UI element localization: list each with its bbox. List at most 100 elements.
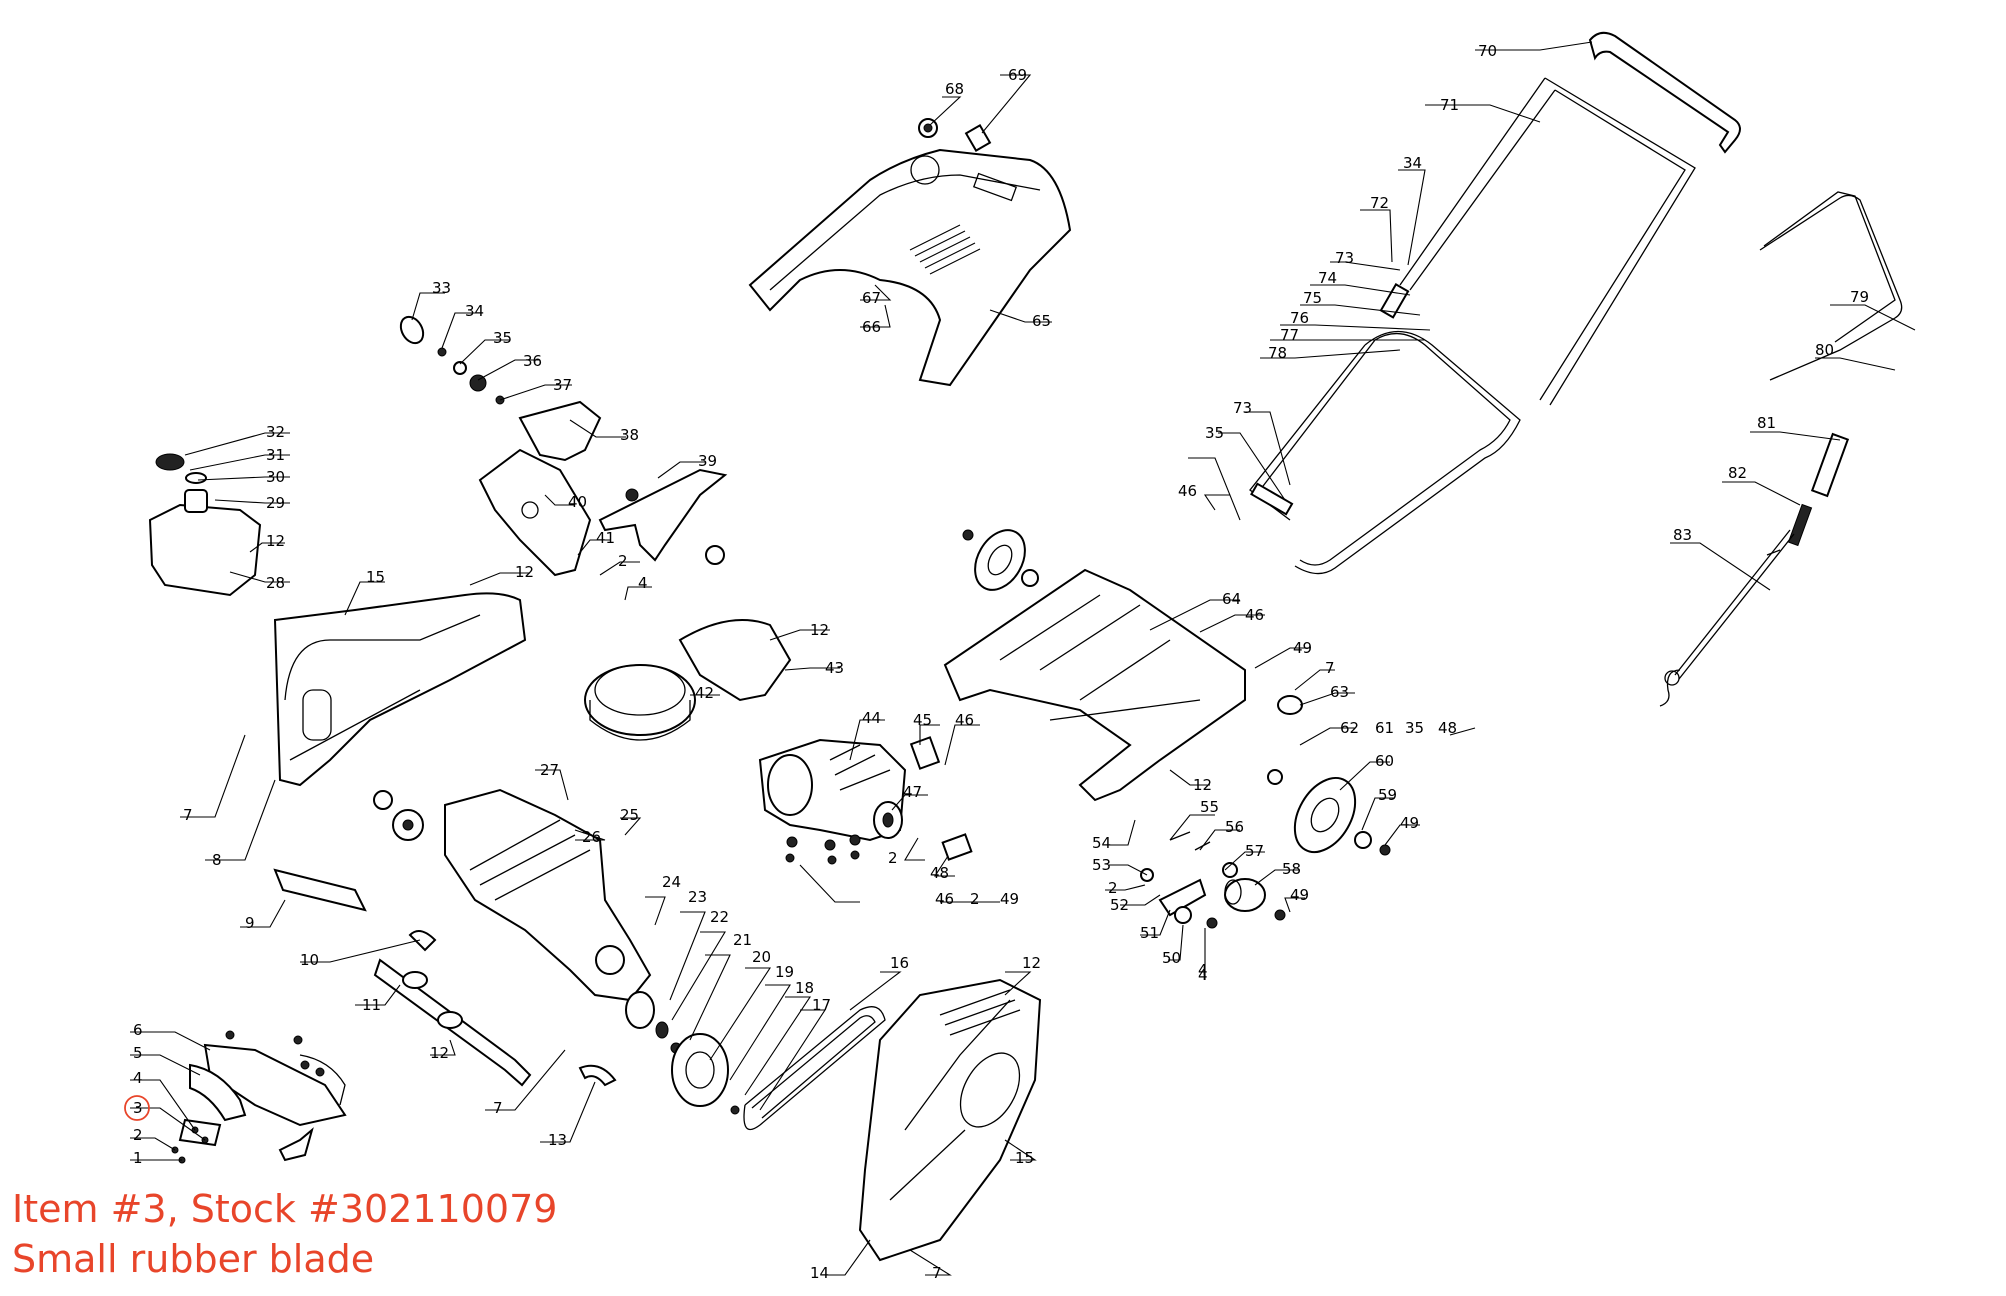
callout: 2 [133, 1126, 143, 1144]
callout: 51 [1140, 924, 1159, 942]
callout: 3 [133, 1099, 143, 1117]
chute-bracket-39 [598, 468, 728, 565]
callout: 53 [1092, 856, 1111, 874]
nut-68 [918, 118, 938, 138]
callout: 34 [1403, 154, 1422, 172]
callout: 69 [1008, 66, 1027, 84]
callout: 47 [903, 783, 922, 801]
callout: 74 [1318, 269, 1337, 287]
auger-housing [444, 788, 652, 1002]
callout: 27 [540, 761, 559, 779]
callout: 50 [1162, 949, 1181, 967]
engine-pulley-47 [873, 801, 903, 839]
callout: 33 [432, 279, 451, 297]
auger-bearing [373, 790, 424, 841]
callout: 75 [1303, 289, 1322, 307]
callout: 40 [568, 493, 587, 511]
callout: 21 [733, 931, 752, 949]
callout: 35 [1205, 424, 1224, 442]
callout: 49 [1400, 814, 1419, 832]
callout: 72 [1370, 194, 1389, 212]
callout: 25 [620, 806, 639, 824]
callout: 1 [133, 1149, 143, 1167]
callout: 58 [1282, 860, 1301, 878]
callout: 23 [688, 888, 707, 906]
callout: 6 [133, 1021, 143, 1039]
callout: 59 [1378, 786, 1397, 804]
callout: 20 [752, 948, 771, 966]
callout: 36 [523, 352, 542, 370]
chute-knob-33 [399, 315, 425, 345]
control-cable [1659, 432, 1850, 707]
top-cover [748, 148, 1072, 387]
callout: 82 [1728, 464, 1747, 482]
engine [758, 738, 907, 865]
callout: 64 [1222, 590, 1241, 608]
callout: 49 [1000, 890, 1019, 908]
callout: 35 [1405, 719, 1424, 737]
callout: 29 [266, 494, 285, 512]
callout: 38 [620, 426, 639, 444]
callout: 46 [1178, 482, 1197, 500]
scraper-bar-9 [273, 868, 367, 912]
callout: 49 [1290, 886, 1309, 904]
callout: 7 [932, 1264, 942, 1282]
callout: 48 [1438, 719, 1457, 737]
callout: 66 [862, 318, 881, 336]
item-caption: Item #3, Stock #302110079 [12, 1187, 558, 1231]
callout: 60 [1375, 752, 1394, 770]
callout: 5 [133, 1044, 143, 1062]
callout: 78 [1268, 344, 1287, 362]
callout: 18 [795, 979, 814, 997]
callout: 7 [183, 806, 193, 824]
scraper-13 [578, 1064, 617, 1087]
callout: 9 [245, 914, 255, 932]
callout: 2 [618, 552, 628, 570]
fuel-tank [148, 453, 262, 597]
callout: 15 [1015, 1149, 1034, 1167]
callout: 28 [266, 574, 285, 592]
callout: 19 [775, 963, 794, 981]
upper-handle [1379, 31, 1741, 406]
chute-washers [437, 347, 505, 405]
callout: 80 [1815, 341, 1834, 359]
callout: 76 [1290, 309, 1309, 327]
callout: 15 [366, 568, 385, 586]
callout: 57 [1245, 842, 1264, 860]
callout: 10 [300, 951, 319, 969]
callout: 4 [638, 574, 648, 592]
callout: 62 [1340, 719, 1359, 737]
callout: 61 [1375, 719, 1394, 737]
callout-labels: 70 71 68 69 34 72 73 74 75 76 77 78 79 8… [133, 42, 1869, 1282]
callout: 24 [662, 873, 681, 891]
callout: 34 [465, 302, 484, 320]
callout: 52 [1110, 896, 1129, 914]
callout: 4 [1198, 966, 1208, 984]
callout: 26 [582, 828, 601, 846]
callout: 79 [1850, 288, 1869, 306]
callout: 12 [430, 1044, 449, 1062]
callout: 45 [913, 711, 932, 729]
callout: 37 [553, 376, 572, 394]
callout: 46 [935, 890, 954, 908]
frame [943, 568, 1246, 802]
auger-pulleys [625, 991, 740, 1115]
callout: 83 [1673, 526, 1692, 544]
callout: 42 [695, 684, 714, 702]
item-description: Small rubber blade [12, 1237, 375, 1281]
callout: 44 [862, 709, 881, 727]
callout: 67 [862, 289, 881, 307]
callout: 16 [890, 954, 909, 972]
callout: 22 [710, 908, 729, 926]
callout: 12 [266, 532, 285, 550]
callout: 35 [493, 329, 512, 347]
drive-belt-16 [743, 1006, 886, 1131]
callout: 56 [1225, 818, 1244, 836]
callout: 14 [810, 1264, 829, 1282]
callout: 4 [1198, 961, 1208, 979]
callout: 55 [1200, 798, 1219, 816]
callout: 48 [930, 864, 949, 882]
callout: 65 [1032, 312, 1051, 330]
callout: 70 [1478, 42, 1497, 60]
